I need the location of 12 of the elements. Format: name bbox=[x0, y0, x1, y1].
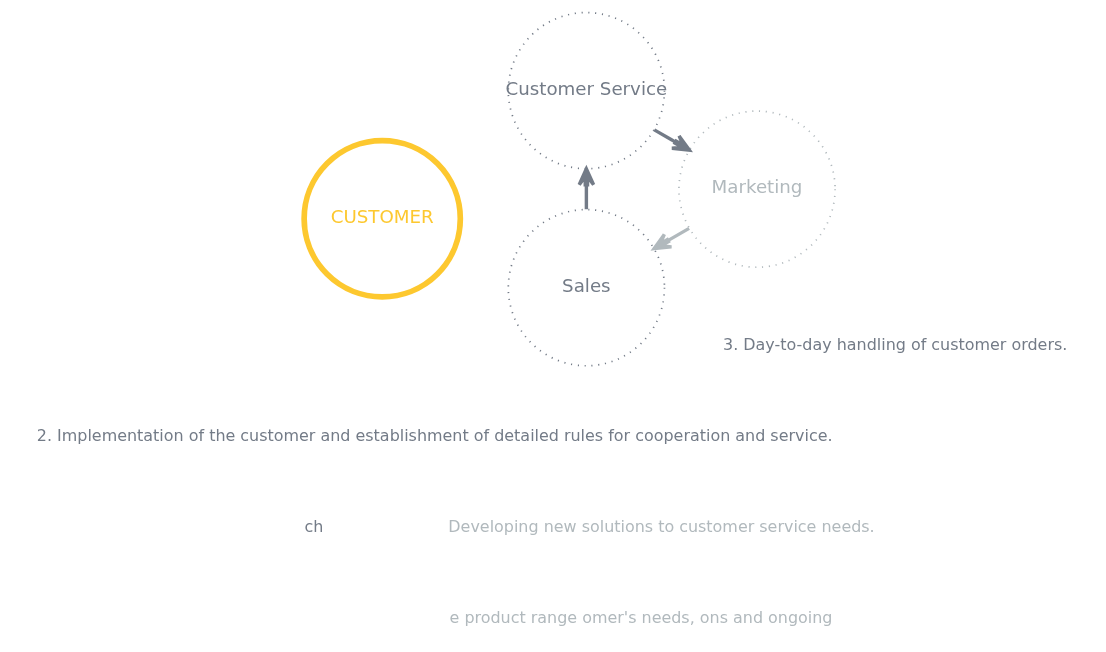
label: e product range omer's needs, ons and ongoing bbox=[449, 608, 832, 628]
node-circle: Customer Service bbox=[506, 11, 665, 170]
label: Developing new solutions to customer service needs. bbox=[447, 516, 875, 536]
label: ch bbox=[303, 516, 323, 536]
node-circle: Sales bbox=[506, 208, 665, 367]
arrow bbox=[651, 226, 690, 251]
arrow bbox=[577, 167, 595, 210]
arrow bbox=[652, 128, 691, 152]
node-circle: CUSTOMER bbox=[300, 137, 463, 300]
label: 3. Day-to-day handling of customer orders. bbox=[722, 334, 1067, 354]
node-circle: Marketing bbox=[677, 110, 836, 269]
label: 2. Implementation of the customer and establishment of detailed rules for cooperation and service. bbox=[36, 425, 833, 445]
